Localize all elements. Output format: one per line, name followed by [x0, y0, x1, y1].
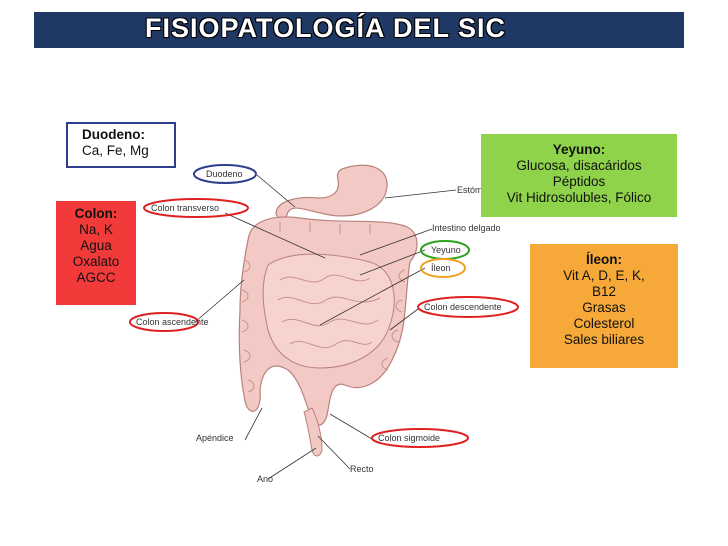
label-yeyuno: Yeyuno — [431, 245, 461, 255]
colon-box-heading: Colon: — [56, 206, 136, 222]
label-colon-ascendente: Colon ascendente — [136, 317, 209, 327]
label-recto: Recto — [350, 464, 374, 474]
yeyuno-box-line: Vit Hidrosolubles, Fólico — [481, 190, 677, 206]
label-colon-descendente: Colon descendente — [424, 302, 502, 312]
label-ileon: Íleon — [431, 263, 451, 273]
colon-box-line: Oxalato — [56, 254, 136, 270]
ileon-info-box: Íleon: Vit A, D, E, K, B12 Grasas Colest… — [530, 244, 678, 368]
ileon-box-line: Grasas — [530, 300, 678, 316]
yeyuno-box-line: Péptidos — [481, 174, 677, 190]
label-ano: Ano — [257, 474, 273, 484]
label-colon-transverso: Colon transverso — [151, 203, 219, 213]
label-intestino-delgado: Intestino delgado — [432, 223, 501, 233]
stomach-shape — [276, 165, 387, 219]
yeyuno-box-line: Glucosa, disacáridos — [481, 158, 677, 174]
colon-box-line: Agua — [56, 238, 136, 254]
ileon-box-line: B12 — [530, 284, 678, 300]
duodeno-box-heading: Duodeno: — [82, 127, 174, 143]
ileon-box-line: Vit A, D, E, K, — [530, 268, 678, 284]
label-duodeno: Duodeno — [206, 169, 243, 179]
yeyuno-info-box: Yeyuno: Glucosa, disacáridos Péptidos Vi… — [481, 134, 677, 217]
ileon-box-line: Colesterol — [530, 316, 678, 332]
colon-box-line: Na, K — [56, 222, 136, 238]
colon-box-line: AGCC — [56, 270, 136, 286]
yeyuno-box-heading: Yeyuno: — [481, 142, 677, 158]
label-apendice: Apéndice — [196, 433, 234, 443]
label-colon-sigmoide: Colon sigmoide — [378, 433, 440, 443]
duodeno-info-box: Duodeno: Ca, Fe, Mg — [66, 122, 176, 168]
ileon-box-line: Sales biliares — [530, 332, 678, 348]
colon-info-box: Colon: Na, K Agua Oxalato AGCC — [56, 201, 136, 305]
ileon-box-heading: Íleon: — [530, 252, 678, 268]
duodeno-box-line: Ca, Fe, Mg — [82, 143, 174, 159]
